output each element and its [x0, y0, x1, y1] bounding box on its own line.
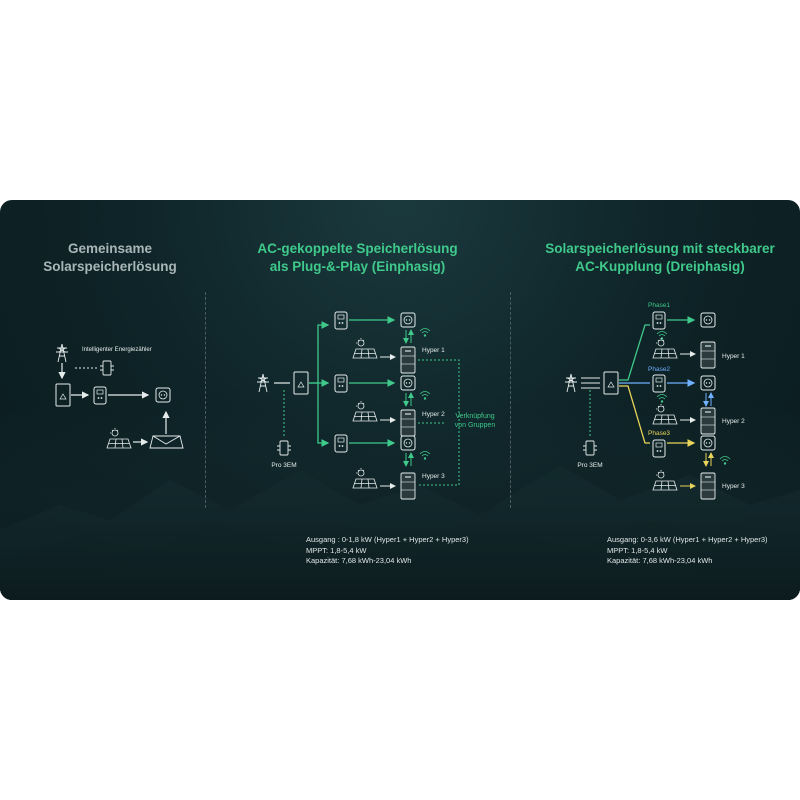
right-row-1: Hyper 1 [652, 311, 745, 369]
group-link-line [418, 359, 460, 486]
solar-panel-icon [352, 467, 378, 489]
power-outlet-icon [700, 312, 716, 328]
power-outlet-icon [400, 312, 416, 328]
smart-plug-icon [652, 311, 666, 330]
energy-meter-label: Intelligenter Energiezähler [82, 347, 152, 353]
phase1-branch-line [619, 324, 650, 381]
phase3-label: Phase3 [648, 430, 670, 437]
power-outlet-icon [400, 375, 416, 391]
solar-panel-icon [652, 403, 678, 425]
diagram-banner: Gemeinsame Solarspeicherlösung AC-gekopp… [0, 200, 800, 600]
right-spec-mppt: MPPT: 1,8-5,4 kW [607, 545, 668, 555]
meter-box-icon [603, 371, 619, 395]
solar-panel-icon [352, 400, 378, 422]
pro3em-label: Pro 3EM [577, 462, 602, 469]
smart-plug-icon [652, 374, 666, 393]
middle-row-3: Hyper 3 [334, 434, 445, 500]
pro3em-label: Pro 3EM [271, 462, 296, 469]
svg-text:Hyper 1: Hyper 1 [722, 353, 745, 360]
svg-text:Hyper 3: Hyper 3 [722, 483, 745, 490]
solar-panel-icon [652, 469, 678, 491]
middle-row-2: Hyper 2 [334, 374, 445, 437]
solar-panel-icon [106, 427, 132, 449]
transmission-tower-icon [256, 373, 270, 393]
middle-spec-mppt: MPPT: 1,8-5,4 kW [306, 545, 367, 555]
middle-spec-capacity: Kapazität: 7,68 kWh-23,04 kWh [306, 556, 412, 565]
middle-row-1: Hyper 1 [334, 311, 445, 374]
power-outlet-icon [400, 435, 416, 451]
smart-plug-icon [334, 311, 348, 330]
right-spec-capacity: Kapazität: 7,68 kWh-23,04 kWh [607, 556, 713, 565]
smart-plug-icon [334, 434, 348, 453]
smart-plug-icon [93, 386, 107, 405]
group-link-label-line2: von Gruppen [455, 422, 496, 429]
wifi-signal-icon [419, 328, 431, 337]
branch-line-1 [309, 321, 330, 384]
transmission-tower-icon [564, 373, 578, 393]
terrain-background [0, 410, 800, 600]
battery-storage-icon [400, 346, 416, 374]
micro-inverter-icon [149, 435, 184, 449]
clamp-sensor-icon [582, 440, 598, 456]
battery-storage-icon [700, 472, 716, 500]
right-section-title: Solarspeicherlösung mit steckbarer AC-Ku… [545, 241, 775, 274]
solar-panel-icon [352, 337, 378, 359]
energy-meter-icon [99, 360, 115, 376]
wifi-signal-icon [419, 451, 431, 460]
branch-line-3 [317, 383, 330, 447]
phase3-branch-line [619, 385, 650, 444]
smart-plug-icon [334, 374, 348, 393]
divider-right [510, 292, 511, 508]
right-specs: Ausgang: 0-3,6 kW (Hyper1 + Hyper2 + Hyp… [607, 535, 768, 567]
battery-storage-icon [400, 472, 416, 500]
wifi-signal-icon [656, 331, 668, 340]
power-outlet-icon [700, 435, 716, 451]
middle-specs: Ausgang : 0-1,8 kW (Hyper1 + Hyper2 + Hy… [306, 535, 469, 567]
svg-text:Hyper 2: Hyper 2 [722, 418, 745, 425]
svg-text:Hyper 2: Hyper 2 [422, 411, 445, 418]
middle-section-title: AC-gekoppelte Speicherlösung als Plug-&-… [257, 241, 458, 274]
battery-storage-icon [400, 409, 416, 437]
svg-text:Hyper 3: Hyper 3 [422, 473, 445, 480]
transmission-tower-icon [55, 343, 69, 363]
right-row-3: Hyper 3 [652, 435, 745, 500]
left-section-title: Gemeinsame Solarspeicherlösung [43, 241, 177, 274]
battery-storage-icon [700, 341, 716, 369]
phase2-label: Phase2 [648, 366, 670, 373]
middle-spec-output: Ausgang : 0-1,8 kW (Hyper1 + Hyper2 + Hy… [306, 535, 469, 544]
solar-panel-icon [652, 337, 678, 359]
diagram-graphics: Intelligenter Energiezähler Pro 3EM [55, 302, 745, 500]
wifi-signal-icon [656, 394, 668, 403]
power-outlet-icon [700, 375, 716, 391]
svg-text:Hyper 1: Hyper 1 [422, 347, 445, 354]
wifi-signal-icon [719, 456, 731, 465]
meter-box-icon [293, 371, 309, 395]
power-outlet-icon [155, 387, 171, 403]
clamp-sensor-icon [276, 440, 292, 456]
phase1-label: Phase1 [648, 302, 670, 309]
meter-box-icon [55, 383, 71, 407]
right-row-2: Hyper 2 [652, 374, 745, 435]
wifi-signal-icon [419, 391, 431, 400]
divider-left [205, 292, 206, 508]
battery-storage-icon [700, 407, 716, 435]
group-link-label-line1: Verknüpfung [455, 413, 494, 420]
smart-plug-icon [652, 439, 666, 458]
right-spec-output: Ausgang: 0-3,6 kW (Hyper1 + Hyper2 + Hyp… [607, 535, 768, 544]
